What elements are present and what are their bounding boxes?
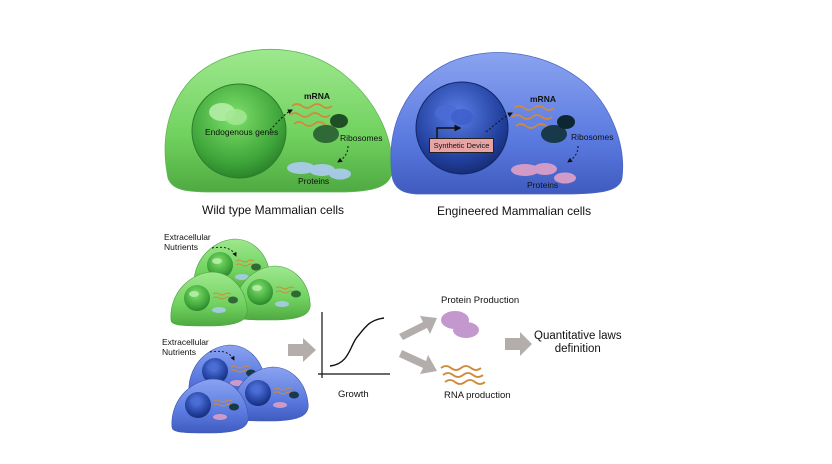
wild-proteins-label: Proteins xyxy=(298,176,330,186)
growth-label: Growth xyxy=(338,389,369,400)
nutrients-label-wild: Extracellular Nutrients xyxy=(164,232,211,252)
engineered-caption: Engineered Mammalian cells xyxy=(437,204,592,218)
quantitative-laws-label: Quantitative laws definition xyxy=(534,330,622,356)
protein-production-label: Protein Production xyxy=(441,295,520,306)
growth-curve xyxy=(329,317,385,367)
wild-ribosomes-label: Ribosomes xyxy=(340,133,383,143)
growth-plot xyxy=(288,312,390,378)
wild-proteins xyxy=(287,162,351,180)
wild-mrna-label: mRNA xyxy=(304,91,330,101)
rna-production-label: RNA production xyxy=(444,390,511,401)
engineered-mrna-label: mRNA xyxy=(530,94,556,104)
nutrients-arrow-1 xyxy=(211,246,237,257)
wild-transcription-arrow xyxy=(269,109,293,131)
rna-production-shape xyxy=(440,365,486,385)
engineered-translation-arrow xyxy=(567,145,579,163)
engineered-ribosomes-label: Ribosomes xyxy=(571,132,614,142)
protein-production-shape xyxy=(441,311,479,338)
engineered-proteins-label: Proteins xyxy=(527,180,559,190)
arrow-to-rna xyxy=(399,350,437,374)
synthetic-device-label: Synthetic Device xyxy=(429,138,494,153)
arrow-to-laws xyxy=(505,332,532,356)
nutrients-arrow-2 xyxy=(209,350,235,361)
wild-cell-cluster xyxy=(170,238,311,327)
engineered-transcription-arrow xyxy=(485,112,513,133)
wild-type-cell xyxy=(164,48,393,193)
engineered-proteins xyxy=(511,163,576,184)
wild-type-caption: Wild type Mammalian cells xyxy=(202,203,345,217)
engineered-nucleus xyxy=(415,81,509,175)
nutrients-label-engineered: Extracellular Nutrients xyxy=(162,337,209,357)
arrow-to-protein xyxy=(399,316,437,340)
engineered-ribosome xyxy=(541,125,567,143)
promoter-arrow-icon xyxy=(436,124,462,138)
wild-ribosome xyxy=(313,125,339,143)
endogenous-genes-label: Endogenous genes xyxy=(205,127,279,137)
engineered-cell xyxy=(390,52,624,195)
engineered-cell-cluster xyxy=(171,344,309,434)
wild-translation-arrow xyxy=(337,145,349,163)
process-arrow-1 xyxy=(288,338,316,362)
